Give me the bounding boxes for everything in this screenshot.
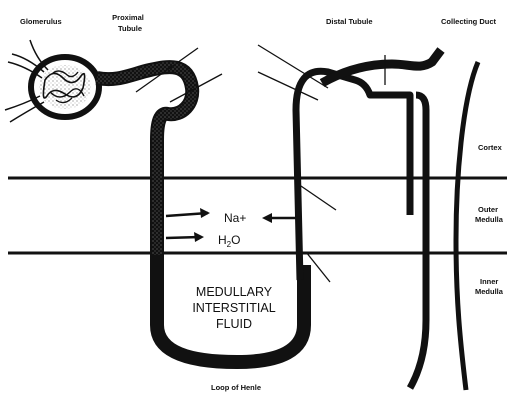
label-inner-line1: Inner — [480, 277, 498, 286]
label-inner-line2: Medulla — [475, 287, 504, 296]
label-distal-tubule: Distal Tubule — [326, 17, 373, 26]
label-glomerulus: Glomerulus — [20, 17, 62, 26]
label-cortex: Cortex — [478, 143, 503, 152]
label-fluid-line3: FLUID — [216, 317, 252, 331]
label-proximal-line2: Tubule — [118, 24, 142, 33]
na-arrow-in — [166, 208, 210, 218]
label-na: Na+ — [224, 211, 246, 225]
glomerulus-capsule — [5, 40, 99, 122]
label-fluid-line2: INTERSTITIAL — [192, 301, 275, 315]
label-collecting-duct: Collecting Duct — [441, 17, 497, 26]
label-proximal-line1: Proximal — [112, 13, 144, 22]
proximal-tubule — [97, 48, 222, 260]
label-fluid-line1: MEDULLARY — [196, 285, 273, 299]
label-loop-of-henle: Loop of Henle — [211, 383, 261, 392]
label-outer-line2: Medulla — [475, 215, 504, 224]
h2o-arrow — [166, 232, 204, 242]
na-arrow-from-ascending — [262, 213, 300, 223]
label-h2o: H2O — [218, 233, 240, 249]
label-outer-line1: Outer — [478, 205, 498, 214]
distal-tubule — [258, 45, 441, 388]
collecting-duct — [456, 62, 478, 390]
